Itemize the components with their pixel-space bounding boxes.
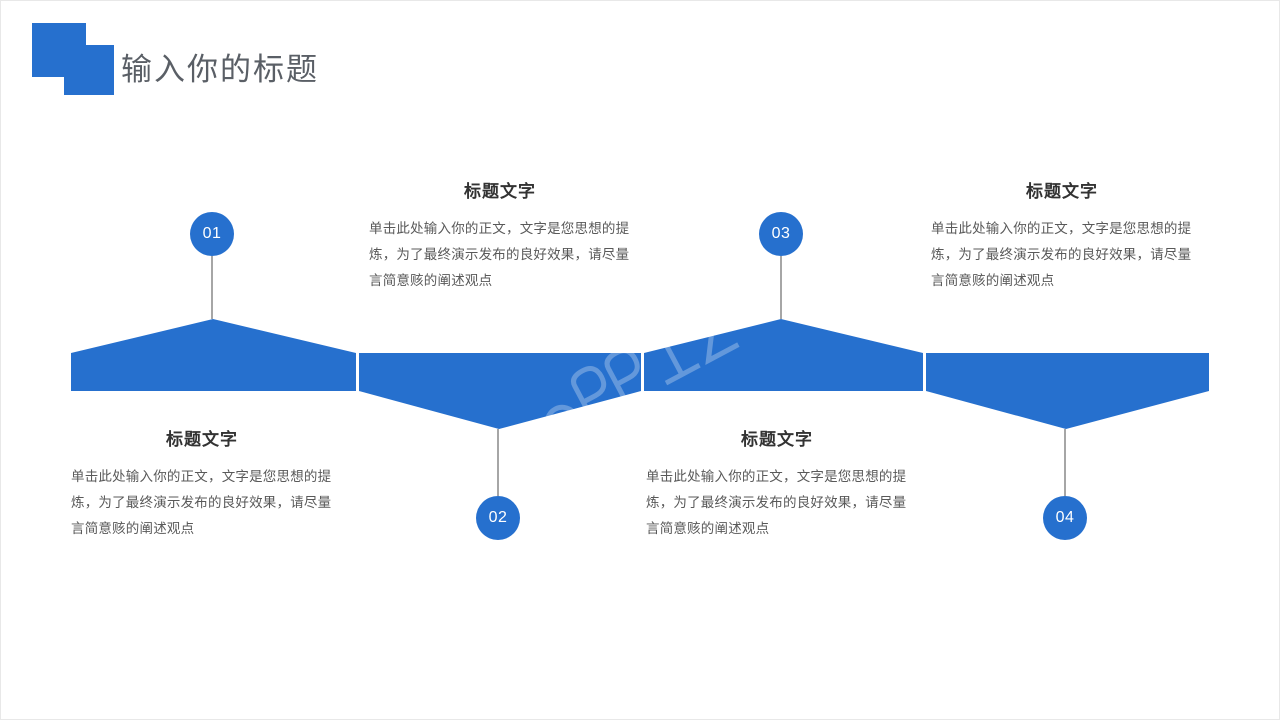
- block-title-02: 标题文字: [464, 182, 536, 201]
- block-body-04: 单击此处输入你的正文，文字是您思想的提炼，为了最终演示发布的良好效果，请尽量言简…: [931, 221, 1192, 288]
- band-segment-01: [71, 319, 356, 391]
- content-block-02: 标题文字 单击此处输入你的正文，文字是您思想的提炼，为了最终演示发布的良好效果，…: [369, 177, 631, 294]
- block-title-04: 标题文字: [1026, 182, 1098, 201]
- connector-line-01: [211, 256, 213, 319]
- band-segment-04: [926, 353, 1209, 429]
- block-body-02: 单击此处输入你的正文，文字是您思想的提炼，为了最终演示发布的良好效果，请尽量言简…: [369, 221, 630, 288]
- connector-line-04: [1064, 429, 1066, 496]
- content-block-03: 标题文字 单击此处输入你的正文，文字是您思想的提炼，为了最终演示发布的良好效果，…: [646, 425, 908, 542]
- number-badge-03[interactable]: 03: [759, 212, 803, 256]
- connector-line-03: [780, 256, 782, 319]
- block-body-03: 单击此处输入你的正文，文字是您思想的提炼，为了最终演示发布的良好效果，请尽量言简…: [646, 469, 907, 536]
- block-title-01: 标题文字: [166, 430, 238, 449]
- block-body-01: 单击此处输入你的正文，文字是您思想的提炼，为了最终演示发布的良好效果，请尽量言简…: [71, 469, 332, 536]
- number-badge-01[interactable]: 01: [190, 212, 234, 256]
- connector-line-02: [497, 429, 499, 496]
- number-badge-02[interactable]: 02: [476, 496, 520, 540]
- chevron-band: [71, 317, 1209, 435]
- header-square-front-icon: [64, 45, 114, 95]
- content-block-01: 标题文字 单击此处输入你的正文，文字是您思想的提炼，为了最终演示发布的良好效果，…: [71, 425, 333, 542]
- number-badge-04[interactable]: 04: [1043, 496, 1087, 540]
- content-block-04: 标题文字 单击此处输入你的正文，文字是您思想的提炼，为了最终演示发布的良好效果，…: [931, 177, 1193, 294]
- page-title: 输入你的标题: [121, 52, 319, 87]
- band-segment-03: [644, 319, 923, 391]
- band-segment-02: [359, 353, 641, 429]
- block-title-03: 标题文字: [741, 430, 813, 449]
